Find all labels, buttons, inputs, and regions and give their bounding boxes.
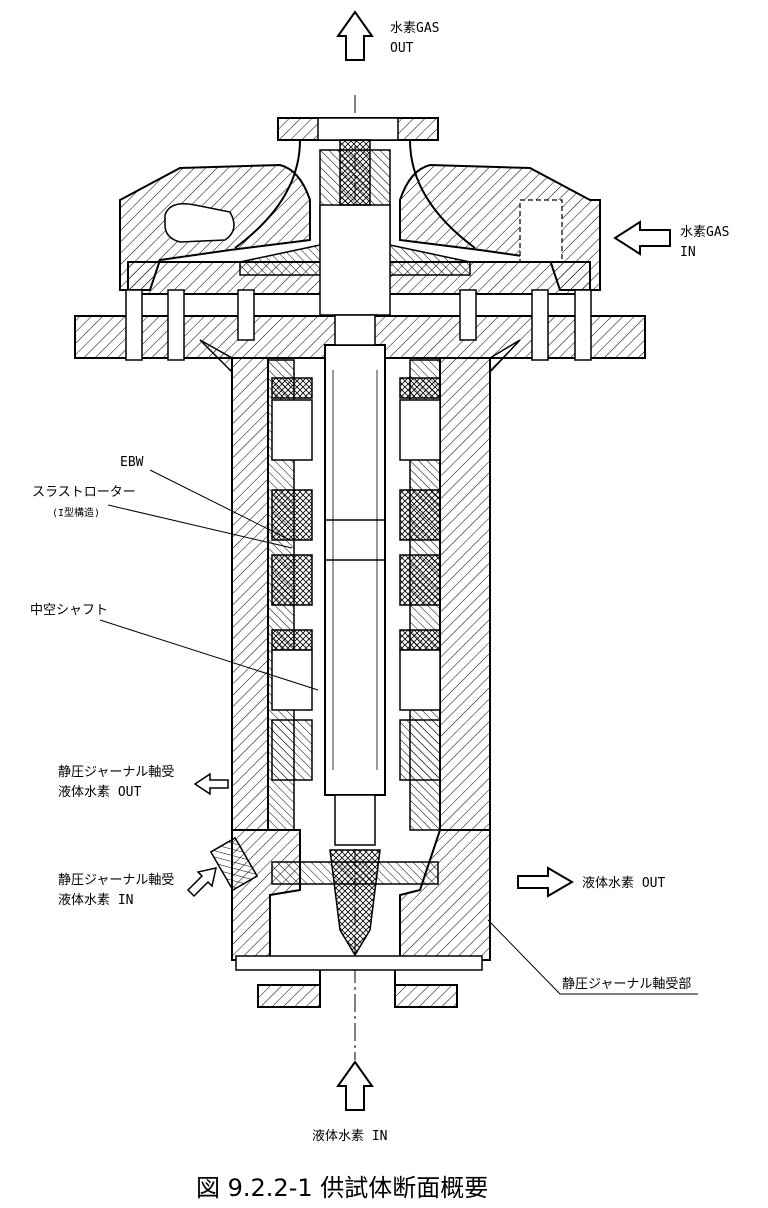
leader-lines [99,469,698,995]
right-bearing-stack [399,377,441,781]
left-bearing-stack [271,377,313,781]
label-gas-out-2: OUT [390,41,414,56]
label-bearing-out-1: 静圧ジャーナル軸受 [58,765,174,780]
lower-housing [209,829,491,971]
gas-in-arrow [613,220,671,256]
label-bearing-in-1: 静圧ジャーナル軸受 [58,873,174,888]
label-liquid-out: 液体水素 OUT [582,876,665,891]
label-ebw: EBW [120,455,144,470]
outlet-flange [277,117,439,141]
label-gas-in-2: IN [680,245,696,260]
label-bearing-in-2: 液体水素 IN [58,893,133,908]
label-thrust-rotor-note: (I型構造) [52,506,100,519]
liquid-out-arrow [517,866,574,898]
figure-caption: 図 9.2.2-1 供試体断面概要 [196,1174,488,1202]
rotor-shaft [319,139,391,846]
label-liquid-in: 液体水素 IN [312,1129,387,1144]
bearing-out-arrow [193,772,229,796]
label-gas-out-1: 水素GAS [390,21,439,36]
label-bearing-out-2: 液体水素 OUT [58,785,141,800]
label-thrust-rotor: スラストローター [32,485,136,500]
gas-out-arrow [336,10,374,61]
liquid-in-arrow [336,1060,374,1111]
label-hollow-shaft: 中空シャフト [30,603,108,618]
label-journal-part: 静圧ジャーナル軸受部 [562,977,691,992]
bearing-in-arrow [186,867,217,898]
label-gas-in-1: 水素GAS [680,225,729,240]
inlet-flange [257,970,458,1008]
